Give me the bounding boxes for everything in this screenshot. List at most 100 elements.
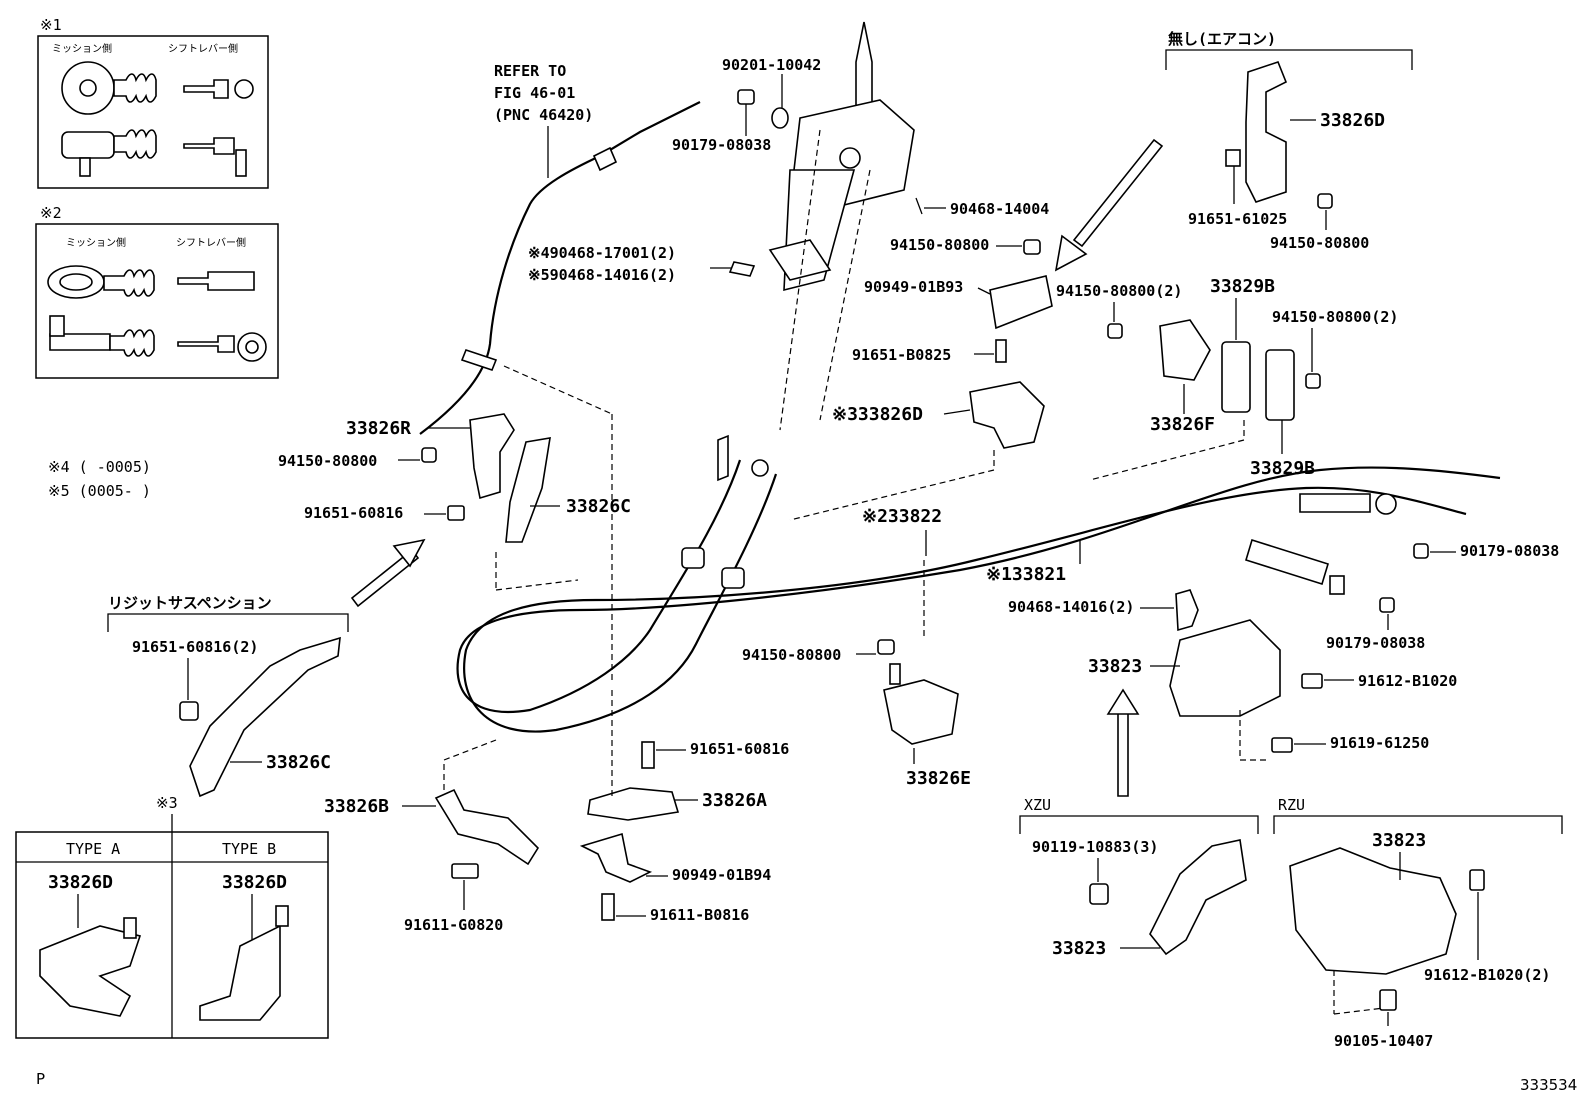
part-33821: ※133821 — [986, 564, 1066, 585]
leader-line — [977, 287, 991, 295]
guide-dash — [495, 579, 579, 591]
direction-arrow-icon — [1072, 138, 1164, 248]
bolt-icon — [889, 663, 901, 685]
note-4: ※4 ( -0005) — [48, 458, 151, 476]
bracket-icon — [587, 787, 680, 821]
group-bracket — [1273, 815, 1563, 834]
part-33822: ※233822 — [862, 506, 942, 527]
inset-box-2: ※2 ミッション側 シフトレバー側 — [35, 204, 279, 379]
box2-frame — [35, 223, 279, 379]
part-90179-08038-c: 90179-08038 — [1326, 634, 1425, 652]
stud-icon — [123, 917, 137, 939]
direction-arrow-icon — [350, 548, 420, 608]
cable-boot-icon — [1245, 538, 1329, 586]
part-91611-B0816: 91611-B0816 — [650, 906, 749, 924]
box1-tag: ※1 — [40, 16, 62, 34]
part-90201-10042: 90201-10042 — [722, 56, 821, 74]
bracket-icon — [469, 413, 515, 500]
bolt-icon — [641, 741, 655, 769]
refer-line-2: FIG 46-01 — [494, 84, 575, 102]
part-90179-08038-b: 90179-08038 — [1460, 542, 1559, 560]
bolt-icon — [1301, 673, 1323, 689]
part-33826D-3: ※333826D — [832, 404, 923, 425]
part-33829B-top: 33829B — [1210, 276, 1275, 297]
cushion-icon — [989, 275, 1053, 330]
nut-icon — [1023, 239, 1041, 255]
nut-icon — [1317, 193, 1333, 209]
box3-tag: ※3 — [156, 794, 178, 812]
type-b-label: TYPE B — [222, 840, 276, 858]
part-94150-80800-2-b: 94150-80800(2) — [1272, 308, 1398, 326]
shift-cable — [456, 459, 1501, 713]
bushing-icon — [1221, 341, 1251, 413]
boot-icon — [113, 73, 157, 103]
rod-end-icon — [183, 79, 229, 99]
part-33826D-top: 33826D — [1320, 110, 1385, 131]
rod-end-icon — [177, 271, 255, 291]
part-33826E: 33826E — [906, 768, 971, 789]
part-33823-main: 33823 — [1088, 656, 1142, 677]
cable-fitting-icon — [681, 547, 705, 569]
part-90468-14016-b: 90468-14016(2) — [1008, 598, 1134, 616]
part-94150-80800-a: 94150-80800 — [890, 236, 989, 254]
inset-box-3: ※3 TYPE A TYPE B 33826D 33826D — [15, 794, 329, 1039]
stud-icon — [49, 315, 65, 337]
group-bracket — [107, 613, 349, 632]
box1-frame — [37, 35, 269, 189]
cable-end-eye-icon — [1375, 493, 1397, 515]
part-94150-80800-f: 94150-80800 — [742, 646, 841, 664]
guide-dash — [443, 739, 497, 761]
box1-left-label: ミッション側 — [52, 42, 112, 55]
part-90105-10407: 90105-10407 — [1334, 1032, 1433, 1050]
stud-icon — [235, 149, 247, 177]
nut-icon — [1413, 543, 1429, 559]
guide-dash — [819, 169, 871, 421]
arrow-head-icon — [1106, 688, 1140, 715]
bolt-icon — [179, 701, 199, 721]
cable-fitting-icon — [592, 146, 618, 172]
select-cable — [463, 473, 1467, 733]
bracket-icon — [1149, 839, 1247, 956]
part-91619-61250: 91619-61250 — [1330, 734, 1429, 752]
corner-p-label: P — [36, 1070, 45, 1088]
bracket-type-a-icon — [39, 925, 142, 1017]
part-90179-08038-a: 90179-08038 — [672, 136, 771, 154]
boot-icon — [113, 129, 157, 159]
nut-icon — [421, 447, 437, 463]
bolt-icon — [995, 339, 1007, 363]
box1-right-label: シフトレバー側 — [168, 42, 238, 55]
bolt-icon — [451, 863, 479, 879]
leader-line — [943, 409, 971, 415]
stud-icon — [79, 157, 91, 177]
pivot-icon — [839, 147, 861, 169]
figure-id: 333534 — [1520, 1076, 1577, 1094]
part-33826B: 33826B — [324, 796, 389, 817]
rod-end-icon — [177, 335, 235, 353]
guide-dash — [503, 365, 613, 415]
part-33826D-type-b: 33826D — [222, 872, 287, 893]
nut-icon — [877, 639, 895, 655]
mount-plate-icon — [1159, 319, 1211, 381]
arrow-head-icon — [392, 538, 426, 568]
inset-box-1: ※1 ミッション側 シフトレバー側 — [37, 16, 269, 189]
part-33823-xzu: 33823 — [1052, 938, 1106, 959]
part-91651-60816-2: 91651-60816(2) — [132, 638, 258, 656]
part-33826D-type-a: 33826D — [48, 872, 113, 893]
washer-icon — [771, 107, 789, 129]
group-bracket — [1019, 815, 1259, 834]
part-91612-B1020: 91612-B1020 — [1358, 672, 1457, 690]
nut-icon — [1379, 597, 1395, 613]
box2-left-label: ミッション側 — [66, 236, 126, 249]
cable-fitting-icon — [721, 567, 745, 589]
guide-dash — [1333, 1007, 1385, 1015]
direction-arrow-icon — [1117, 711, 1129, 797]
clip-icon — [728, 261, 756, 277]
bushing-hole-icon — [79, 79, 97, 97]
bracket-type-b-icon — [199, 924, 281, 1021]
part-91651-60816-b: 91651-60816 — [690, 740, 789, 758]
bracket-icon — [434, 788, 540, 866]
reference-cable — [419, 101, 701, 435]
part-91651-60816: 91651-60816 — [304, 504, 403, 522]
boot-icon — [109, 329, 155, 357]
